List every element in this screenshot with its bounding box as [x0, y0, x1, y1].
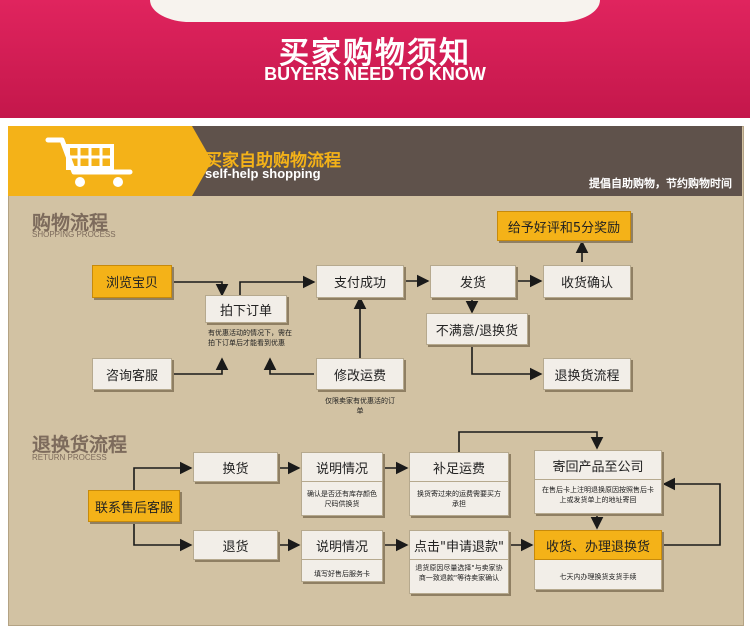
return-section-title: 退换货流程 — [32, 434, 128, 456]
apply-refund-box: 点击"申请退款" — [409, 530, 509, 560]
unhappy-return-box: 不满意/退换货 — [426, 313, 528, 345]
explain-refund-box: 说明情况 — [301, 530, 383, 560]
apply-refund-note: 退货原因尽量选择"与卖家协商一致退款"等待卖家确认 — [415, 564, 503, 582]
return-flow-box: 退换货流程 — [543, 358, 631, 390]
exchange-box: 换货 — [193, 452, 278, 482]
consult-service-box: 咨询客服 — [92, 358, 172, 390]
modify-freight-note: 仅限卖家有优惠活的订单 — [325, 397, 395, 415]
browse-item-box: 浏览宝贝 — [92, 265, 172, 298]
contact-aftersales-box: 联系售后客服 — [88, 490, 180, 522]
explain-refund-note: 填写好售后服务卡 — [314, 570, 370, 578]
reward-box: 给予好评和5分奖励 — [497, 211, 631, 241]
receive-process-box: 收货、办理退换货 — [534, 530, 662, 560]
shopping-section-title: 购物流程 — [32, 212, 109, 234]
explain-exchange-box: 说明情况 — [301, 452, 383, 482]
header-subtitle: self-help shopping — [205, 166, 321, 181]
place-order-note: 有优惠活动的情况下，需在拍下订单后才能看到优惠 — [208, 329, 292, 347]
receive-process-note: 七天内办理换货支货手续 — [559, 573, 637, 581]
header-slogan: 提倡自助购物，节约购物时间 — [589, 177, 732, 190]
place-order-box: 拍下订单 — [205, 295, 287, 323]
return-section-subtitle: RETURN PROCESS — [32, 453, 107, 462]
shopping-cart-icon — [45, 137, 133, 187]
payment-success-box: 支付成功 — [316, 265, 404, 298]
banner-subtitle: BUYERS NEED TO KNOW — [264, 64, 486, 84]
send-back-note: 在售后卡上注明退换原因按照售后卡上或发货单上的地址寄回 — [542, 486, 654, 504]
send-back-box: 寄回产品至公司 — [534, 450, 662, 480]
banner-tab — [150, 0, 600, 22]
pay-freight-box: 补足运费 — [409, 452, 509, 482]
banner-title: 买家购物须知 — [279, 36, 471, 71]
header-title: 买家自助购物流程 — [205, 151, 341, 171]
ship-box: 发货 — [430, 265, 516, 298]
shopping-section-subtitle: SHOPPING PROCESS — [32, 230, 116, 239]
header-arrow — [192, 126, 212, 196]
explain-exchange-note: 确认是否还有库存颜色尺码供换货 — [307, 490, 377, 508]
confirm-receipt-box: 收货确认 — [543, 265, 631, 298]
modify-freight-box: 修改运费 — [316, 358, 404, 390]
refund-box: 退货 — [193, 530, 278, 560]
pay-freight-note: 换货寄过来的运费需要买方承担 — [417, 490, 501, 508]
